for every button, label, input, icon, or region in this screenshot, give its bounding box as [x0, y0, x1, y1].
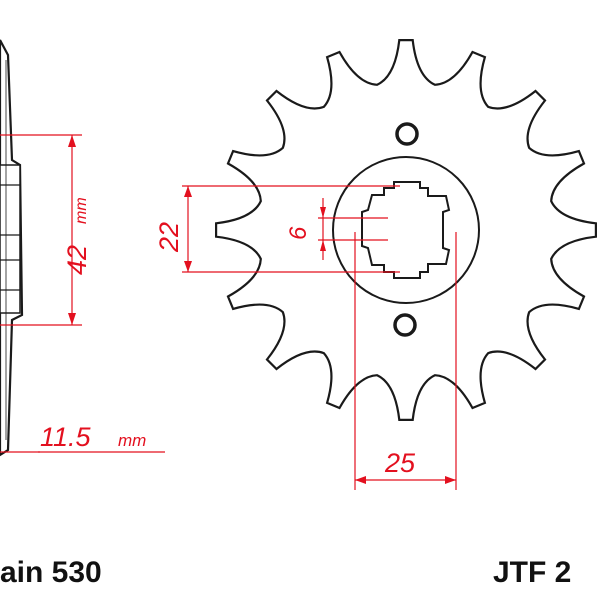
thickness-unit: mm — [118, 431, 146, 450]
front-view: 22 6 25 — [154, 39, 597, 490]
spline-width-label: 6 — [285, 226, 312, 240]
part-number-caption: JTF 2 — [493, 556, 571, 589]
thickness-label: 11.5 — [40, 422, 92, 452]
side-view-teeth — [0, 164, 21, 314]
bore-label: 25 — [384, 448, 416, 478]
thickness-dimension: 11.5 mm — [0, 422, 165, 453]
gear-outline — [215, 39, 597, 421]
width-dimension: 42 mm — [0, 134, 92, 326]
spline-height-dimension: 22 — [154, 185, 400, 273]
side-view: 42 mm 11.5 mm — [0, 39, 165, 457]
spline-height-label: 22 — [154, 222, 184, 253]
bolt-hole-bottom — [393, 313, 417, 337]
spline-width-dimension: 6 — [285, 198, 388, 260]
hub-ring — [332, 156, 480, 304]
width-unit: mm — [73, 197, 90, 224]
splined-bore — [361, 181, 451, 279]
width-label: 42 — [62, 245, 92, 275]
chain-caption: ain 530 — [0, 556, 102, 589]
side-view-hub — [0, 39, 24, 457]
bolt-hole-top — [395, 122, 419, 146]
bore-dimension: 25 — [354, 232, 457, 490]
